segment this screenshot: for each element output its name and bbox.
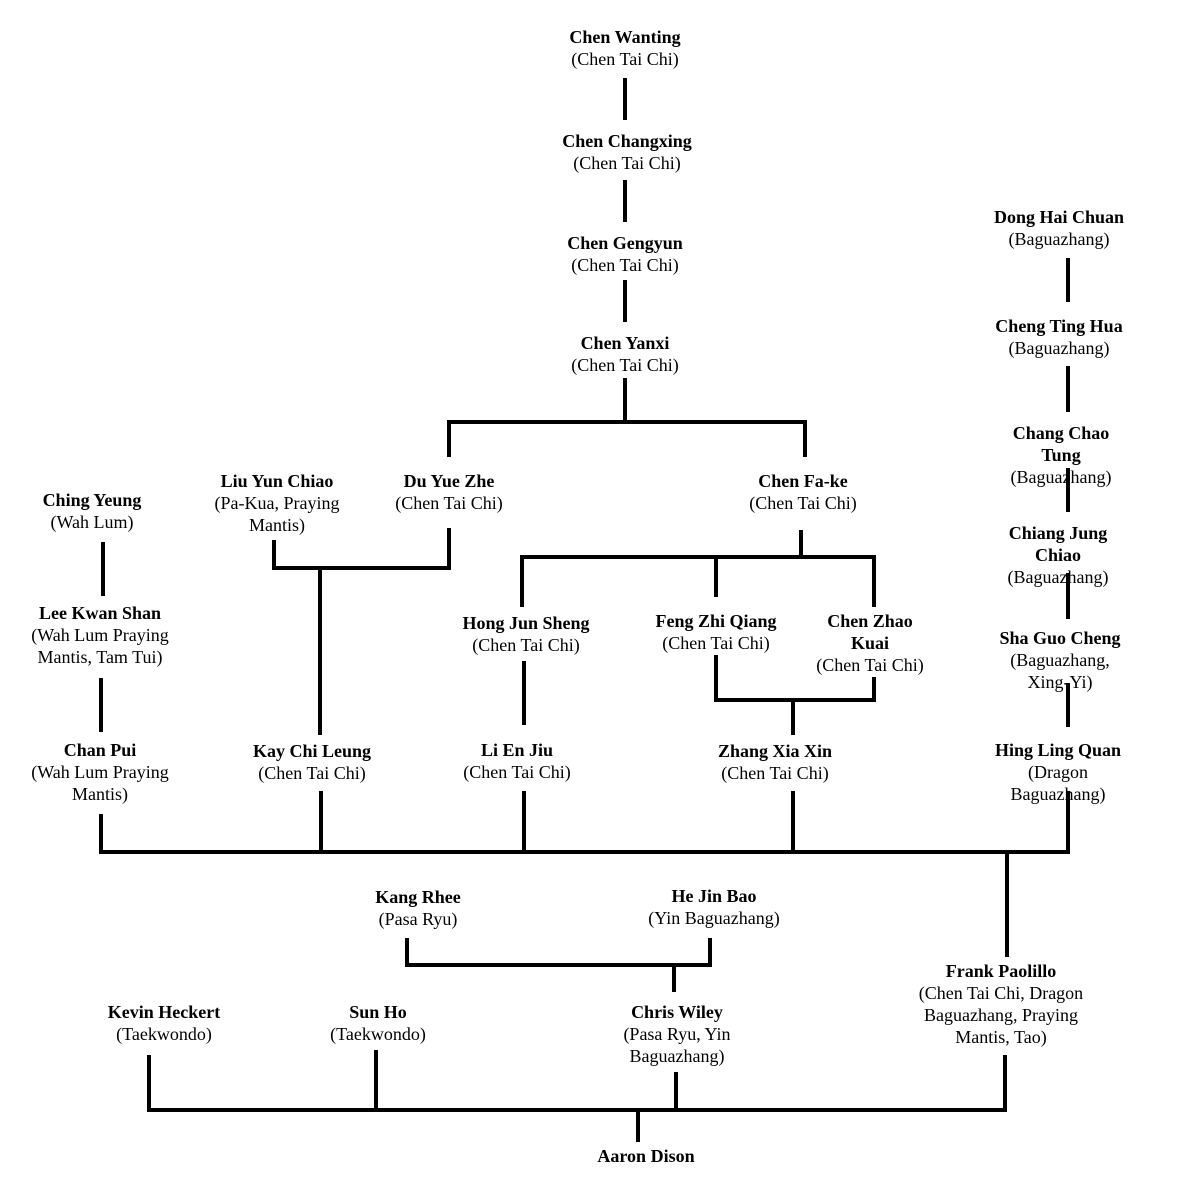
person-hing-ling-quan: Hing Ling Quan (Dragon Baguazhang): [987, 739, 1129, 805]
person-name: Frank Paolillo: [945, 961, 1057, 981]
person-style: (Pasa Ryu): [378, 909, 458, 929]
person-name: Chen Wanting: [569, 27, 681, 47]
person-name: Chen Fa-ke: [758, 471, 848, 491]
person-name: Chiang Jung Chiao: [1008, 523, 1108, 565]
person-style: (Baguazhang): [1007, 567, 1109, 587]
person-style: (Yin Baguazhang): [648, 908, 780, 928]
person-style: (Taekwondo): [330, 1024, 426, 1044]
person-name: Chan Pui: [63, 740, 137, 760]
person-name: Kevin Heckert: [107, 1002, 221, 1022]
person-name: Chris Wiley: [631, 1002, 723, 1022]
person-cheng-ting-hua: Cheng Ting Hua (Baguazhang): [995, 315, 1122, 359]
person-du-yue-zhe: Du Yue Zhe (Chen Tai Chi): [395, 470, 502, 514]
person-style: (Chen Tai Chi): [395, 493, 503, 513]
person-frank-paolillo: Frank Paolillo (Chen Tai Chi, Dragon Bag…: [896, 960, 1106, 1048]
person-name: Chen Zhao Kuai: [827, 611, 913, 653]
person-style: (Baguazhang): [1008, 338, 1110, 358]
person-sha-guo-cheng: Sha Guo Cheng (Baguazhang, Xing-Yi): [990, 627, 1130, 693]
person-chan-pui: Chan Pui (Wah Lum Praying Mantis): [11, 739, 189, 805]
person-style: (Chen Tai Chi): [662, 633, 770, 653]
person-li-en-jiu: Li En Jiu (Chen Tai Chi): [463, 739, 570, 783]
person-sun-ho: Sun Ho (Taekwondo): [330, 1001, 426, 1045]
person-chen-wanting: Chen Wanting (Chen Tai Chi): [569, 26, 680, 70]
person-feng-zhi-qiang: Feng Zhi Qiang (Chen Tai Chi): [655, 610, 776, 654]
person-liu-yun-chiao: Liu Yun Chiao (Pa-Kua, Praying Mantis): [197, 470, 357, 536]
person-kevin-heckert: Kevin Heckert (Taekwondo): [108, 1001, 220, 1045]
person-name: Liu Yun Chiao: [220, 471, 334, 491]
person-name: Hing Ling Quan: [994, 740, 1122, 760]
person-style: (Pasa Ryu, Yin Baguazhang): [623, 1024, 731, 1066]
person-name: Dong Hai Chuan: [993, 207, 1125, 227]
person-style: (Chen Tai Chi): [721, 763, 829, 783]
person-name: Sha Guo Cheng: [999, 628, 1121, 648]
person-style: (Chen Tai Chi): [258, 763, 366, 783]
person-style: (Baguazhang): [1010, 467, 1112, 487]
person-kay-chi-leung: Kay Chi Leung (Chen Tai Chi): [253, 740, 371, 784]
person-style: (Wah Lum Praying Mantis): [31, 762, 169, 804]
person-name: Li En Jiu: [480, 740, 554, 760]
person-name: Chang Chao Tung: [1012, 423, 1110, 465]
person-zhang-xia-xin: Zhang Xia Xin (Chen Tai Chi): [718, 740, 832, 784]
person-name: Aaron Dison: [597, 1146, 695, 1166]
person-name: Chen Gengyun: [567, 233, 683, 253]
person-name: Sun Ho: [349, 1002, 407, 1022]
person-style: (Pa-Kua, Praying Mantis): [214, 493, 340, 535]
person-style: (Baguazhang): [1008, 229, 1110, 249]
person-name: Kay Chi Leung: [252, 741, 372, 761]
person-name: Chen Changxing: [562, 131, 692, 151]
person-style: (Chen Tai Chi, Dragon Baguazhang, Prayin…: [918, 983, 1084, 1047]
person-chiang-jung-chiao: Chiang Jung Chiao (Baguazhang): [987, 522, 1129, 588]
person-name: Hong Jun Sheng: [462, 613, 590, 633]
person-name: Zhang Xia Xin: [717, 741, 833, 761]
person-chen-gengyun: Chen Gengyun (Chen Tai Chi): [567, 232, 683, 276]
person-chris-wiley: Chris Wiley (Pasa Ryu, Yin Baguazhang): [607, 1001, 747, 1067]
person-name: Kang Rhee: [375, 887, 461, 907]
person-chen-zhao-kuai: Chen Zhao Kuai (Chen Tai Chi): [810, 610, 930, 676]
person-lee-kwan-shan: Lee Kwan Shan (Wah Lum Praying Mantis, T…: [11, 602, 189, 668]
person-chen-fa-ke: Chen Fa-ke (Chen Tai Chi): [749, 470, 856, 514]
person-chen-yanxi: Chen Yanxi (Chen Tai Chi): [571, 332, 678, 376]
person-name: Chen Yanxi: [580, 333, 670, 353]
person-style: (Chen Tai Chi): [472, 635, 580, 655]
person-style: (Chen Tai Chi): [573, 153, 681, 173]
person-name: Cheng Ting Hua: [995, 316, 1123, 336]
person-aaron-dison: Aaron Dison: [597, 1145, 694, 1167]
person-kang-rhee: Kang Rhee (Pasa Ryu): [375, 886, 461, 930]
person-name: Lee Kwan Shan: [38, 603, 162, 623]
person-style: (Chen Tai Chi): [816, 655, 924, 675]
person-style: (Chen Tai Chi): [571, 255, 679, 275]
person-name: He Jin Bao: [671, 886, 757, 906]
person-dong-hai-chuan: Dong Hai Chuan (Baguazhang): [994, 206, 1124, 250]
person-chen-changxing: Chen Changxing (Chen Tai Chi): [562, 130, 692, 174]
person-style: (Dragon Baguazhang): [1010, 762, 1106, 804]
person-style: (Chen Tai Chi): [571, 49, 679, 69]
person-ching-yeung: Ching Yeung (Wah Lum): [43, 489, 142, 533]
person-he-jin-bao: He Jin Bao (Yin Baguazhang): [648, 885, 779, 929]
person-style: (Wah Lum Praying Mantis, Tam Tui): [31, 625, 169, 667]
person-style: (Wah Lum): [50, 512, 134, 532]
person-name: Du Yue Zhe: [403, 471, 495, 491]
person-hong-jun-sheng: Hong Jun Sheng (Chen Tai Chi): [462, 612, 589, 656]
person-style: (Taekwondo): [116, 1024, 212, 1044]
person-style: (Chen Tai Chi): [749, 493, 857, 513]
person-chang-chao-tung: Chang Chao Tung (Baguazhang): [992, 422, 1131, 488]
person-style: (Chen Tai Chi): [571, 355, 679, 375]
person-name: Ching Yeung: [42, 490, 142, 510]
person-name: Feng Zhi Qiang: [655, 611, 777, 631]
person-style: (Chen Tai Chi): [463, 762, 571, 782]
person-style: (Baguazhang, Xing-Yi): [1010, 650, 1110, 692]
